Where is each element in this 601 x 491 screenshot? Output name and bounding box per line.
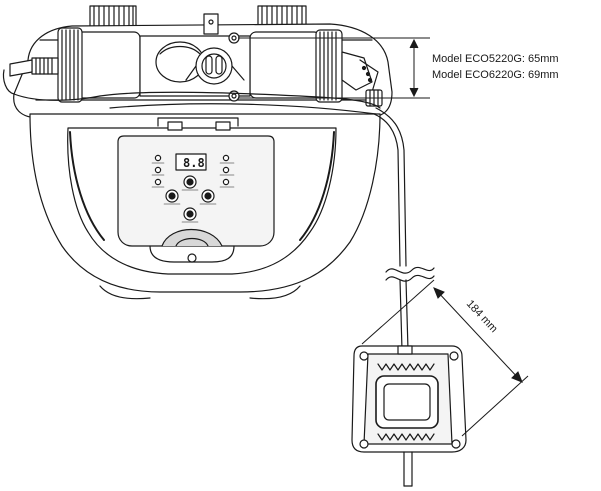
sensor-cable: [376, 108, 406, 266]
model-line-1: Model ECO5220G: 65mm: [432, 53, 559, 65]
mounting-screw: [229, 91, 239, 101]
output-button[interactable]: [202, 190, 214, 202]
mounting-screw: [229, 33, 239, 43]
mode-button[interactable]: [184, 176, 196, 188]
remote-sensor-unit: [352, 346, 466, 452]
status-led: [155, 179, 160, 184]
boost-button[interactable]: [166, 190, 178, 202]
status-led: [223, 155, 228, 160]
length-label: 184 mm: [464, 298, 500, 335]
power-button[interactable]: [184, 208, 196, 220]
status-led: [155, 155, 160, 160]
display-readout: 8.8: [183, 156, 205, 170]
status-led: [223, 179, 228, 184]
cable-break-symbol: [386, 267, 434, 273]
status-led: [155, 167, 160, 172]
status-led: [223, 167, 228, 172]
model-line-2: Model ECO6220G: 69mm: [432, 69, 559, 81]
